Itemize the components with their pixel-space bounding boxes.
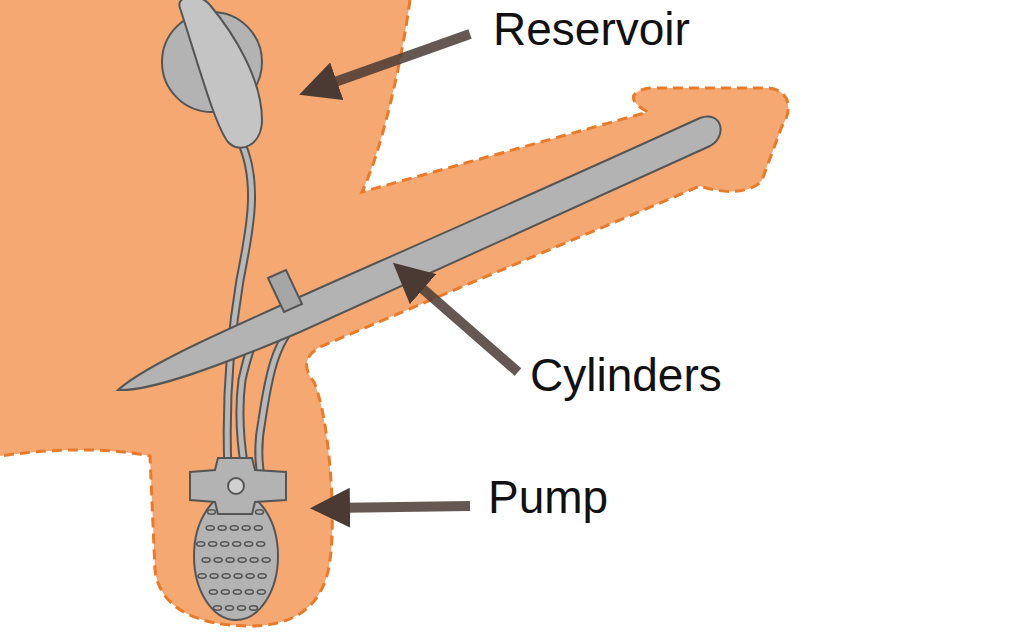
pump-bump bbox=[197, 542, 205, 546]
pump-bump bbox=[226, 606, 234, 610]
body-outline bbox=[0, 0, 788, 626]
pump-bump bbox=[221, 590, 229, 594]
pump-bump bbox=[238, 606, 246, 610]
valve-knob bbox=[228, 478, 244, 494]
pump-bump bbox=[221, 542, 229, 546]
pump-bump bbox=[198, 574, 206, 578]
pump-bump bbox=[234, 574, 242, 578]
pump-bump bbox=[262, 558, 270, 562]
pump-bump bbox=[230, 526, 238, 530]
pump-bump bbox=[250, 606, 258, 610]
pump-bump bbox=[245, 542, 253, 546]
pump-bump bbox=[242, 526, 250, 530]
pump-bump bbox=[208, 510, 216, 514]
pump-bump bbox=[214, 558, 222, 562]
part-label: Pump bbox=[488, 472, 608, 523]
pump-valve bbox=[190, 458, 286, 514]
pump-bump bbox=[257, 590, 265, 594]
cylinder-band bbox=[268, 270, 302, 312]
pump-bump bbox=[246, 574, 254, 578]
pump-bump bbox=[214, 606, 222, 610]
pump-bump bbox=[245, 590, 253, 594]
pump-bump bbox=[257, 542, 265, 546]
pump-bump bbox=[209, 542, 217, 546]
pump-bump bbox=[233, 590, 241, 594]
pump-bump bbox=[238, 558, 246, 562]
pump-bump bbox=[254, 526, 262, 530]
pump-bump bbox=[206, 526, 214, 530]
pump-bump bbox=[258, 574, 266, 578]
pump-bump bbox=[222, 574, 230, 578]
body-silhouette bbox=[0, 0, 788, 626]
part-label: Reservoir bbox=[493, 4, 690, 55]
pump-bump bbox=[210, 574, 218, 578]
part-label: Cylinders bbox=[530, 350, 722, 401]
pump-bump bbox=[202, 558, 210, 562]
pump-bump bbox=[226, 558, 234, 562]
pump-bump bbox=[233, 542, 241, 546]
reservoir-fold bbox=[179, 0, 262, 148]
pump-bump bbox=[209, 590, 217, 594]
pump-bump bbox=[256, 510, 264, 514]
pump-bump bbox=[218, 526, 226, 530]
pump-texture bbox=[197, 510, 270, 610]
leader-arrows bbox=[318, 34, 518, 508]
pump-bump bbox=[250, 558, 258, 562]
